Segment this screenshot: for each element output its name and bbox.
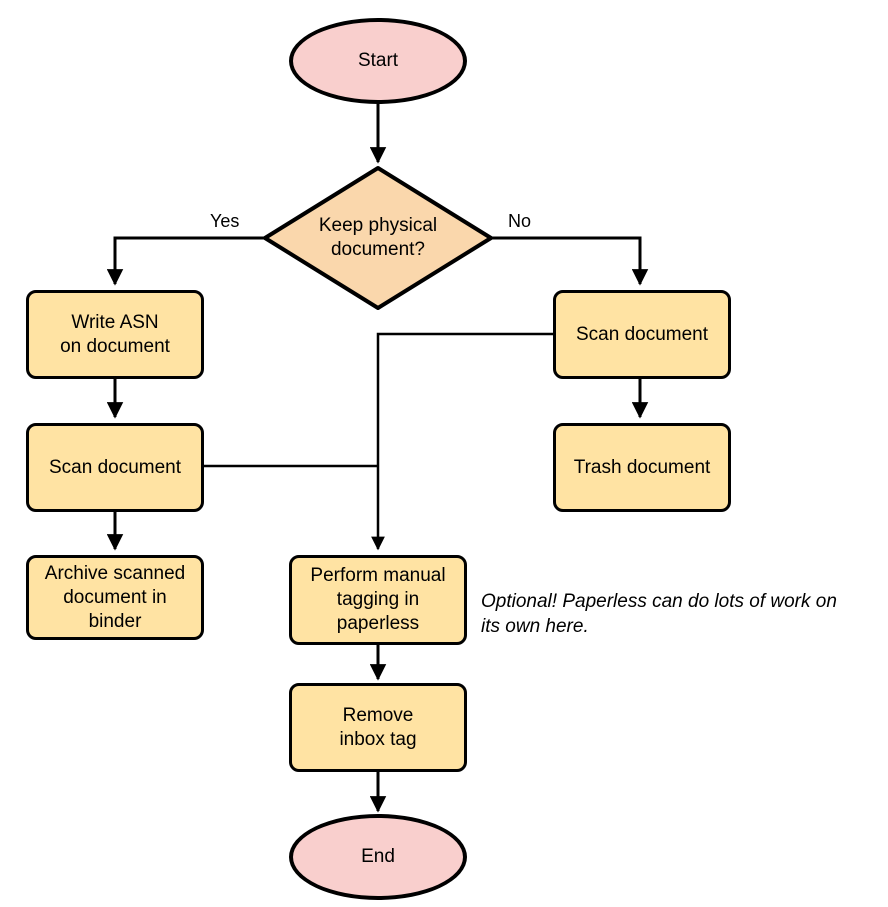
- annotation-line1: Optional! Paperless can do lots of work …: [481, 591, 837, 612]
- node-trash-document-label: Trash document: [573, 456, 711, 478]
- node-decision-keep-physical-document[interactable]: Keep physical document?: [265, 168, 491, 308]
- node-decision-label-line1: Keep physical: [318, 215, 438, 236]
- node-start[interactable]: Start: [289, 18, 467, 104]
- edge-scan-right-to-manual-tagging: [371, 332, 553, 551]
- node-archive-label-line3: binder: [88, 610, 142, 632]
- node-remove-inbox-tag[interactable]: Remove inbox tag: [289, 683, 467, 772]
- node-write-asn-label-line1: Write ASN: [71, 311, 159, 333]
- node-remove-inbox-label-line2: inbox tag: [339, 728, 417, 750]
- node-manual-tagging-label-line2: tagging in: [336, 589, 420, 610]
- node-scan-document-left[interactable]: Scan document: [26, 423, 204, 512]
- node-perform-manual-tagging-in-paperless[interactable]: Perform manual tagging in paperless: [289, 555, 467, 645]
- node-decision-label-line2: document?: [330, 239, 425, 260]
- node-trash-document[interactable]: Trash document: [553, 423, 731, 512]
- edge-label-yes: Yes: [210, 211, 240, 231]
- edge-label-no: No: [508, 211, 532, 231]
- node-archive-label-line2: document in: [63, 586, 167, 608]
- node-write-asn-label-line2: on document: [60, 335, 170, 357]
- node-archive-scanned-document-in-binder[interactable]: Archive scanned document in binder: [26, 555, 204, 640]
- annotation-optional-note: Optional! Paperless can do lots of work …: [481, 589, 881, 639]
- node-remove-inbox-label-line1: Remove: [342, 704, 414, 726]
- edge-no-to-scan-right: [491, 236, 649, 286]
- node-end[interactable]: End: [289, 814, 467, 900]
- node-manual-tagging-label-line3: paperless: [336, 613, 420, 634]
- decision-diamond-shape: [263, 166, 493, 310]
- node-decision-label: Keep physical document?: [265, 214, 491, 262]
- node-end-label: End: [361, 846, 395, 867]
- node-start-label: Start: [357, 50, 399, 71]
- node-scan-document-right-label: Scan document: [575, 323, 709, 345]
- node-manual-tagging-label-line1: Perform manual: [310, 565, 446, 586]
- node-write-asn-on-document[interactable]: Write ASN on document: [26, 290, 204, 379]
- node-scan-document-left-label: Scan document: [48, 456, 182, 478]
- annotation-line2: its own here.: [481, 616, 589, 637]
- node-archive-label-line1: Archive scanned: [44, 562, 186, 584]
- edge-yes-to-write-asn: [106, 236, 265, 286]
- node-scan-document-right[interactable]: Scan document: [553, 290, 731, 379]
